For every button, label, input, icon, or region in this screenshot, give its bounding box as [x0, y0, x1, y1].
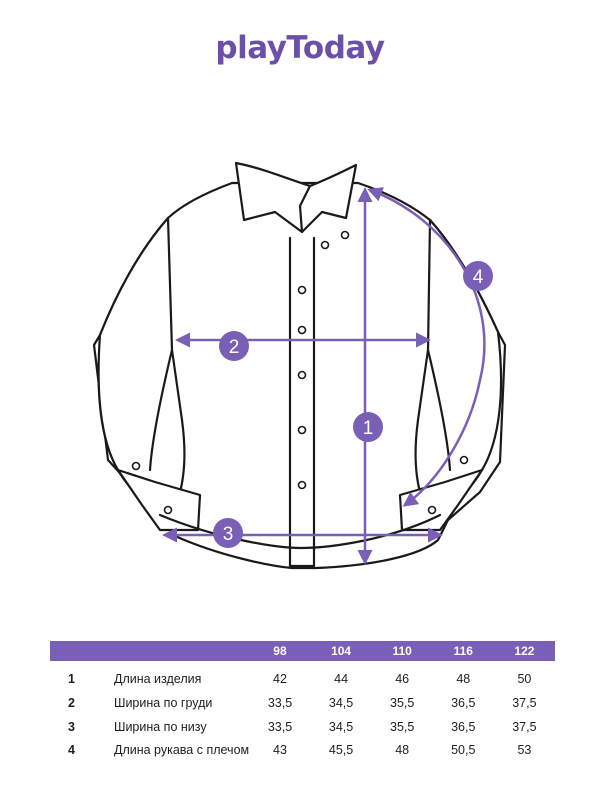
cell-value: 42 [273, 672, 287, 686]
row-label: Ширина по низу [113, 719, 207, 734]
svg-text:4: 4 [473, 267, 484, 288]
cell-value: 34,5 [328, 696, 354, 710]
marker-1: 1 [353, 412, 383, 442]
shirt-measurement-diagram: 2 1 3 4 [92, 161, 507, 570]
table-row: 1 Длина изделия 42 44 46 48 50 [50, 661, 555, 691]
cell-value: 35,5 [390, 720, 415, 734]
row-number: 4 [68, 743, 75, 757]
cell-value: 35,5 [390, 696, 415, 710]
cell-value: 48 [395, 743, 410, 757]
marker-3: 3 [213, 518, 243, 548]
measurement-lines [162, 187, 486, 565]
size-header: 98 [249, 641, 311, 661]
cell-value: 33,5 [267, 696, 293, 710]
brand-logo: playToday [215, 30, 385, 66]
svg-text:2: 2 [229, 337, 240, 358]
shirt-buttons [131, 230, 469, 515]
cell-value: 44 [334, 672, 349, 686]
cell-value: 50 [517, 672, 532, 686]
svg-text:1: 1 [363, 418, 374, 439]
cell-value: 33,5 [267, 720, 293, 734]
size-header-row: 98 104 110 116 122 [50, 641, 555, 661]
cell-value: 37,5 [512, 696, 537, 710]
header-empty-label [113, 641, 250, 661]
cell-value: 37,5 [512, 720, 537, 734]
cell-value: 50,5 [451, 743, 476, 757]
size-chart-table: 98 104 110 116 122 1 Длина изделия 42 44… [50, 641, 555, 767]
table-row: 2 Ширина по груди 33,5 34,5 35,5 36,5 37… [50, 691, 555, 715]
sleeve-length-line [367, 187, 486, 507]
marker-4: 4 [463, 261, 493, 291]
cell-value: 36,5 [451, 720, 476, 734]
size-header: 104 [310, 641, 372, 661]
size-header: 122 [493, 641, 555, 661]
cell-value: 34,5 [328, 720, 354, 734]
header-empty [50, 641, 114, 661]
row-label: Длина рукава с плечом [113, 743, 250, 757]
table-row: 3 Ширина по низу 33,5 34,5 35,5 36,5 37,… [50, 715, 555, 739]
cell-value: 36,5 [451, 696, 476, 710]
size-header: 110 [371, 641, 433, 661]
row-label: Длина изделия [113, 671, 202, 686]
shirt-illustration [92, 161, 507, 570]
cell-value: 45,5 [328, 743, 354, 757]
marker-2: 2 [219, 331, 249, 361]
row-number: 3 [68, 720, 75, 734]
size-header: 116 [432, 641, 494, 661]
table-row: 4 Длина рукава с плечом 43 45,5 48 50,5 … [50, 739, 555, 767]
cell-value: 53 [517, 743, 532, 757]
row-label: Ширина по груди [113, 695, 213, 710]
row-number: 1 [68, 672, 75, 686]
cell-value: 48 [456, 672, 471, 686]
cell-value: 46 [395, 672, 410, 686]
cell-value: 43 [273, 743, 287, 757]
row-number: 2 [68, 696, 75, 710]
svg-text:3: 3 [223, 524, 234, 545]
